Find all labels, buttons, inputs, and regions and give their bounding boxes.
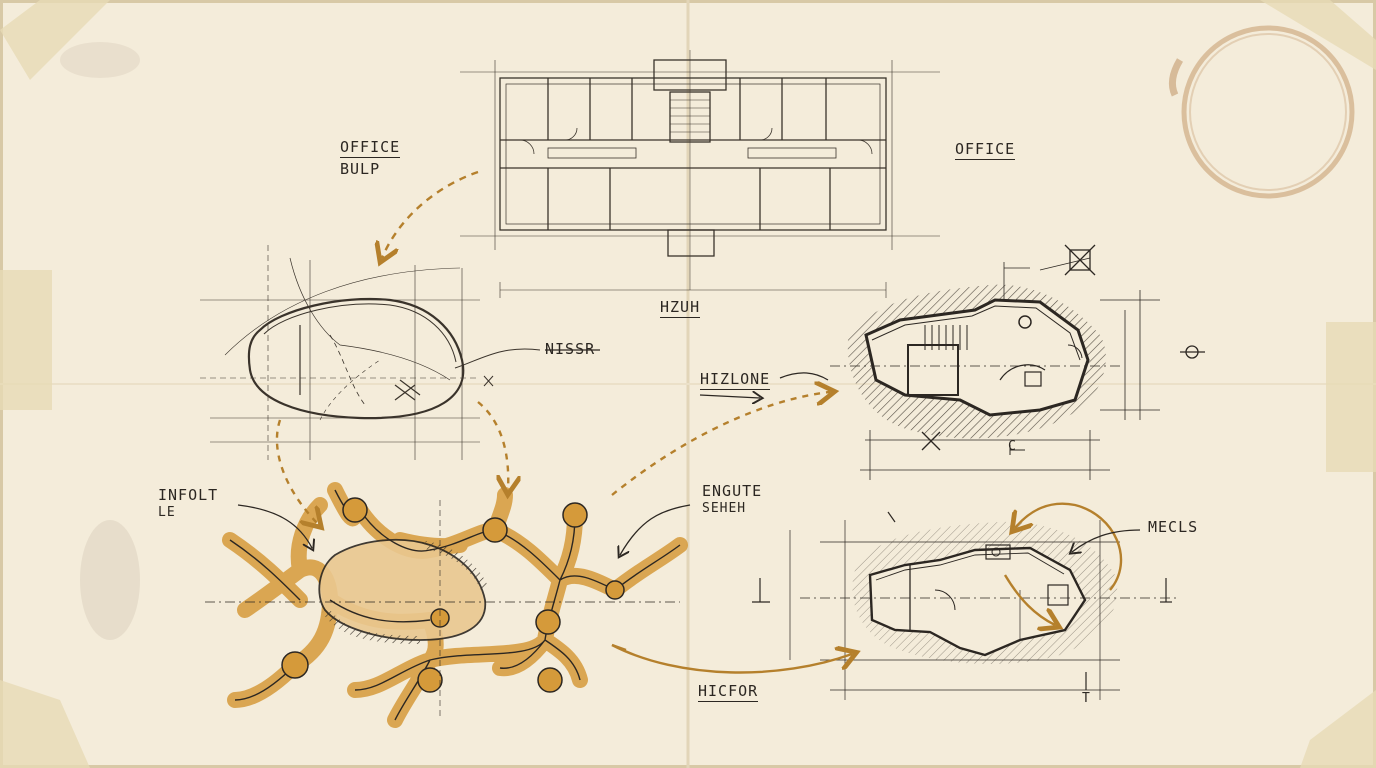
network-node [535, 609, 561, 635]
x-mark-icon [921, 431, 941, 451]
mark-c-label: C [1008, 439, 1017, 454]
coffee-ring-icon [1168, 25, 1355, 199]
floor-plan [460, 50, 940, 298]
circle-marker-icon [1180, 345, 1205, 359]
network-node [605, 580, 625, 600]
infolt-sub-label: LE [158, 505, 176, 520]
ink-leader-arrows [237, 349, 1141, 555]
cross-box-icon [1064, 244, 1096, 276]
network-node [417, 667, 443, 693]
right-hatched-plan [830, 244, 1205, 480]
hizone-label: HIZLONE [700, 370, 771, 390]
flow-arrows [275, 170, 1123, 674]
circle-marker-icon [1018, 315, 1032, 329]
nissr-label: NISSR [545, 340, 596, 358]
plan-caption: HZUH [660, 298, 701, 318]
office-bulp-title: OFFICE [340, 138, 401, 158]
ochre-network [205, 482, 688, 728]
x-mark-icon [394, 379, 421, 401]
network-node [430, 608, 450, 628]
network-node [342, 497, 368, 523]
hicfor-label: HICFOR [698, 682, 759, 702]
network-node [562, 502, 588, 528]
left-organic-sketch [200, 245, 541, 460]
network-node [537, 667, 563, 693]
enguits-sub-label: SEHEH [702, 501, 747, 516]
office-right-label: OFFICE [955, 140, 1016, 160]
bulp-label: BULP [340, 160, 381, 178]
mark-t-label: T [1082, 691, 1091, 706]
infolt-label: INFOLT [158, 486, 219, 504]
x-mark-icon [483, 375, 494, 387]
enguits-label: ENGUTE [702, 482, 763, 500]
mecls-label: MECLS [1148, 518, 1199, 536]
network-node [281, 651, 309, 679]
office-label: OFFICE [340, 138, 401, 156]
network-node [482, 517, 508, 543]
